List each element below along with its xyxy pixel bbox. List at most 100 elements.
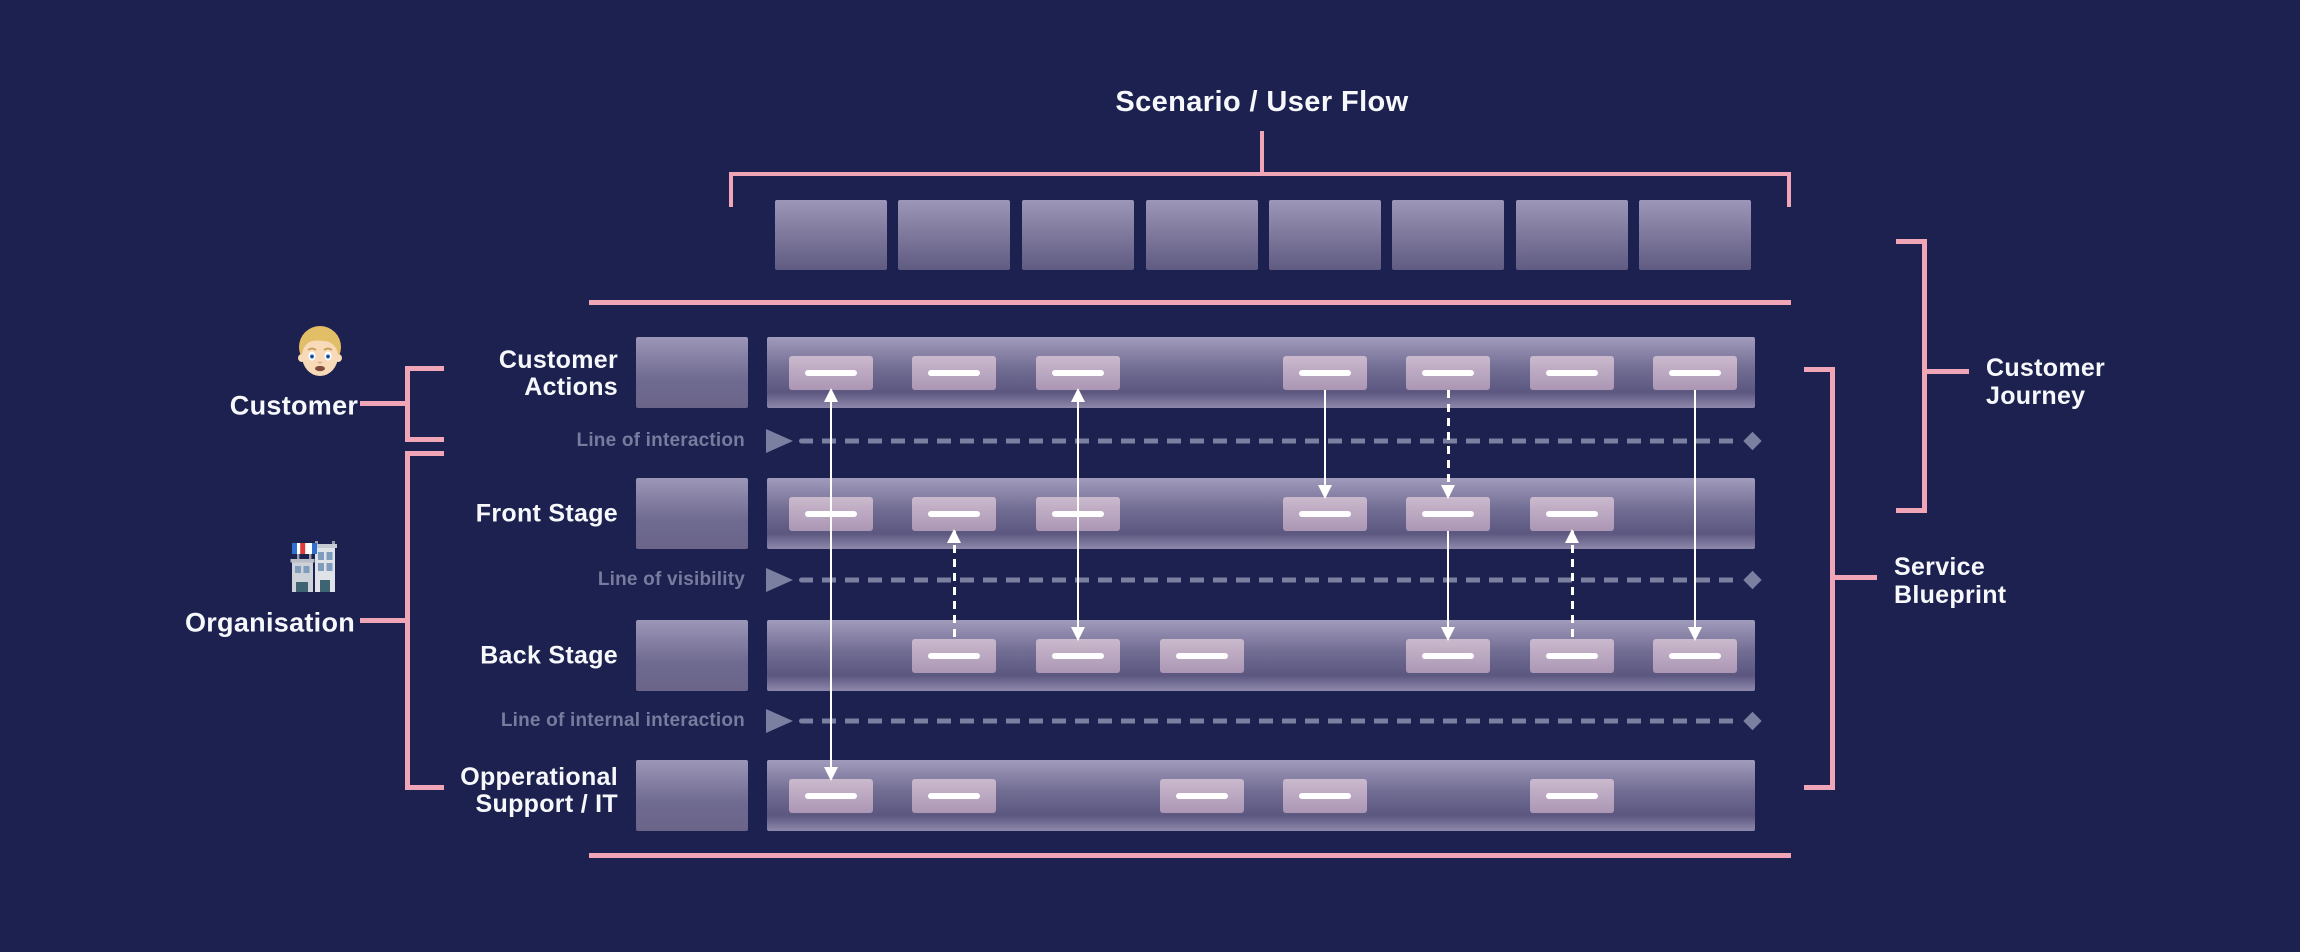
task-box-operational-support <box>1160 778 1244 813</box>
task-placeholder-line <box>1052 369 1104 376</box>
task-box-back-stage <box>912 638 996 673</box>
line-of-internal-interaction-dashes <box>799 718 1740 724</box>
line-of-visibility-dashes <box>799 577 1740 583</box>
task-placeholder-line <box>1176 792 1228 799</box>
row-label-customer-actions: Customer Actions <box>498 346 618 401</box>
task-box-front-stage <box>912 496 996 531</box>
customer-bracket-tick-top <box>405 366 444 371</box>
task-box-back-stage <box>1036 638 1120 673</box>
organisation-bracket-tick-top <box>405 451 444 456</box>
arrowhead-up-icon <box>1565 528 1579 543</box>
organisation-bracket-line <box>405 451 410 790</box>
task-placeholder-line <box>805 792 857 799</box>
task-placeholder-line <box>1546 792 1598 799</box>
line-start-arrow-icon <box>766 429 793 453</box>
person-blond-icon <box>292 321 348 381</box>
rowbox-customer-actions <box>636 337 748 408</box>
task-box-customer-actions <box>1406 355 1490 390</box>
task-placeholder-line <box>1546 369 1598 376</box>
organisation-bracket-connector <box>360 618 406 623</box>
line-of-internal-interaction-label: Line of internal interaction <box>500 710 745 731</box>
service-blueprint-bracket-connector <box>1835 575 1877 580</box>
row-label-operational-support: Opperational Support / IT <box>460 763 618 818</box>
rowbox-back-stage <box>636 620 748 691</box>
arrowhead-down-icon <box>823 766 838 781</box>
task-box-operational-support <box>1283 778 1367 813</box>
diagram-title: Scenario / User Flow <box>1115 86 1409 118</box>
line-of-visibility-label: Line of visibility <box>597 569 745 590</box>
customer-bracket-tick-bottom <box>405 437 444 442</box>
flow-arrow-dashed-down <box>1441 389 1455 499</box>
task-placeholder-line <box>1546 510 1598 517</box>
actor-label-customer: Customer <box>229 390 359 421</box>
office-building-icon <box>288 537 344 595</box>
task-placeholder-line <box>1299 510 1351 517</box>
task-placeholder-line <box>928 369 980 376</box>
organisation-bracket-tick-bottom <box>405 785 444 790</box>
flow-arrow-dashed-up <box>1565 528 1579 639</box>
arrowhead-down-icon <box>1317 484 1332 499</box>
task-placeholder-line <box>1669 652 1721 659</box>
actor-label-organisation: Organisation <box>184 607 356 638</box>
task-placeholder-line <box>1299 792 1351 799</box>
customer-bracket-line <box>405 366 410 442</box>
task-placeholder-line <box>1422 510 1474 517</box>
task-placeholder-line <box>1669 369 1721 376</box>
arrowhead-down-icon <box>1441 484 1455 499</box>
scenario-step-box <box>775 200 887 270</box>
arrowhead-up-icon <box>823 387 838 402</box>
scenario-bracket-tick-right <box>1787 172 1791 207</box>
scenario-bracket-tick-left <box>729 172 733 207</box>
line-end-diamond-icon <box>1743 431 1762 451</box>
rowbox-front-stage <box>636 478 748 549</box>
task-box-customer-actions <box>1530 355 1614 390</box>
customer-journey-bracket-tick-bottom <box>1896 508 1927 513</box>
arrowhead-down-icon <box>1687 626 1702 641</box>
side-label-service-blueprint: Service Blueprint <box>1894 553 2007 609</box>
task-placeholder-line <box>928 652 980 659</box>
task-placeholder-line <box>1546 652 1598 659</box>
line-end-diamond-icon <box>1743 711 1762 731</box>
customer-bracket-connector <box>360 401 406 406</box>
task-box-back-stage <box>1160 638 1244 673</box>
service-blueprint-bracket-tick-bottom <box>1804 785 1835 790</box>
task-box-front-stage <box>1530 496 1614 531</box>
scenario-step-box <box>1022 200 1134 270</box>
customer-journey-bracket-line <box>1922 239 1927 513</box>
line-start-arrow-icon <box>766 709 793 733</box>
task-box-back-stage <box>1653 638 1737 673</box>
line-end-diamond-icon <box>1743 570 1762 590</box>
arrowhead-down-icon <box>1440 626 1455 641</box>
arrowhead-down-icon <box>1070 626 1085 641</box>
title-connector-tick <box>1260 131 1264 174</box>
service-blueprint-bracket-line <box>1830 367 1835 790</box>
task-placeholder-line <box>805 369 857 376</box>
task-box-customer-actions <box>912 355 996 390</box>
task-box-back-stage <box>1530 638 1614 673</box>
task-box-front-stage <box>1406 496 1490 531</box>
customer-journey-bracket-connector <box>1927 369 1969 374</box>
scenario-step-box <box>1269 200 1381 270</box>
task-placeholder-line <box>928 510 980 517</box>
flow-arrow-solid-both <box>823 387 838 781</box>
flow-arrow-solid-down <box>1687 389 1702 641</box>
arrowhead-up-icon <box>947 528 961 543</box>
task-placeholder-line <box>1176 652 1228 659</box>
task-box-customer-actions <box>1283 355 1367 390</box>
scenario-step-box <box>1516 200 1628 270</box>
scenario-step-box <box>898 200 1010 270</box>
blueprint-bottom-rule <box>589 853 1791 858</box>
scenario-bracket-line <box>729 172 1791 176</box>
task-box-customer-actions <box>789 355 873 390</box>
journey-top-rule <box>589 300 1791 305</box>
task-box-customer-actions <box>1653 355 1737 390</box>
scenario-step-box <box>1392 200 1504 270</box>
task-box-operational-support <box>912 778 996 813</box>
task-placeholder-line <box>1422 652 1474 659</box>
flow-arrow-solid-both <box>1070 387 1085 641</box>
line-of-interaction-dashes <box>799 438 1740 444</box>
task-box-operational-support <box>1530 778 1614 813</box>
flow-arrow-solid-down <box>1440 530 1455 641</box>
task-box-front-stage <box>1283 496 1367 531</box>
